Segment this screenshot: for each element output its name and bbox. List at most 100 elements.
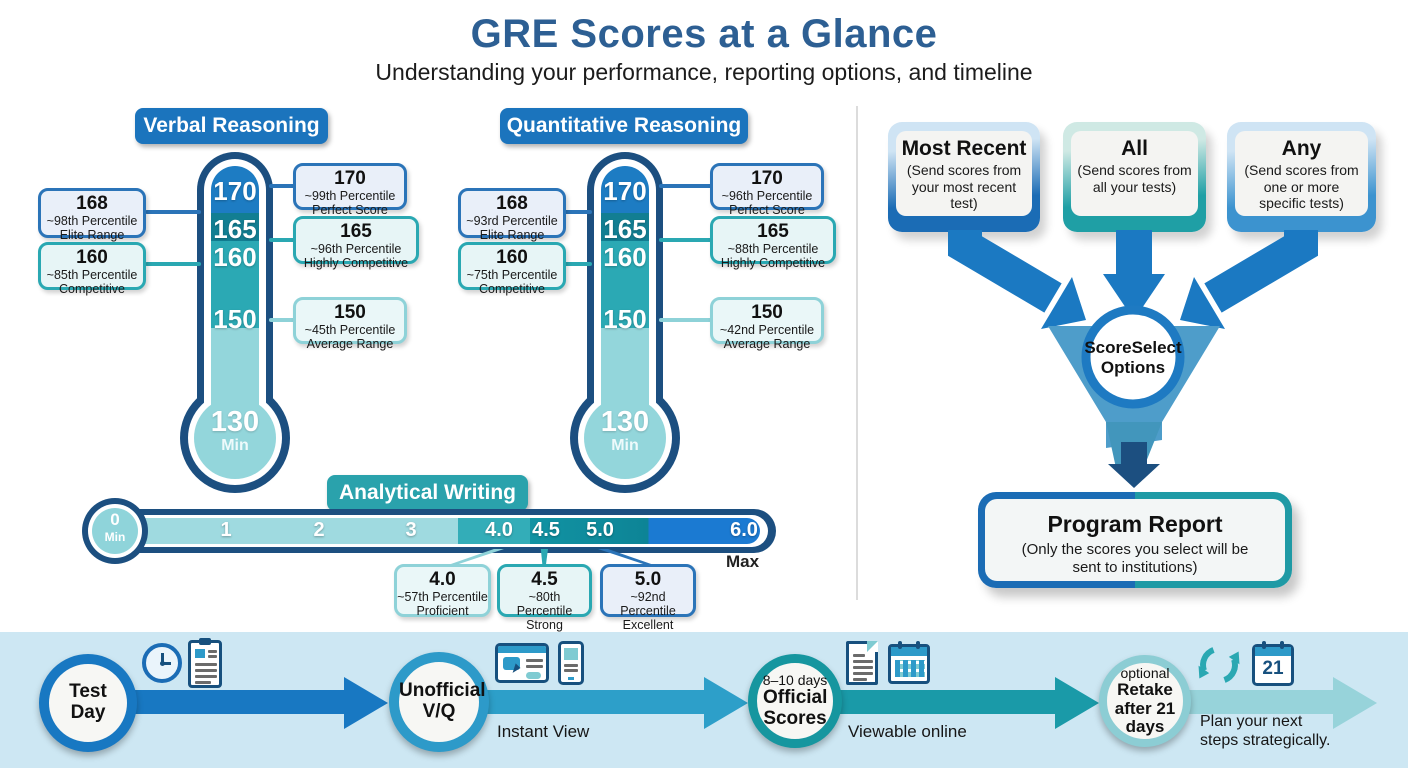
- callout-percentile: ~96th Percentile: [310, 241, 402, 256]
- phone-icon: [558, 641, 584, 685]
- callout-percentile: ~45th Percentile: [304, 322, 396, 337]
- hub-line2: Options: [1100, 358, 1166, 377]
- bulb-text: 130 Min: [180, 408, 290, 455]
- writing-tick-3: 3: [405, 519, 417, 541]
- connector-line: [659, 238, 712, 242]
- arrow-right-shaft: [1204, 230, 1318, 313]
- caption-viewable-online: Viewable online: [848, 722, 967, 741]
- clipboard-clip: [199, 638, 211, 645]
- callout-score: 4.0: [429, 569, 456, 590]
- scale-160: 160: [213, 242, 257, 272]
- calendar-pin: [898, 641, 902, 649]
- timeline-arrow-head: [1333, 677, 1377, 729]
- clock-minute-hand: [161, 653, 164, 664]
- timeline-step-test-day: Test Day: [39, 654, 137, 752]
- callout-quant-150: 150 ~42nd Percentile Average Range: [710, 297, 824, 351]
- clipboard-line: [195, 663, 217, 666]
- calendar-icon: [888, 641, 930, 684]
- browser-line: [526, 665, 543, 668]
- writing-min-label: Min: [104, 529, 126, 544]
- clipboard-line: [195, 669, 217, 672]
- verbal-header: Verbal Reasoning: [135, 108, 328, 144]
- callout-score: 165: [757, 221, 789, 242]
- document-line: [853, 672, 873, 675]
- callout-percentile: ~88th Percentile: [727, 241, 819, 256]
- clipboard-line: [195, 681, 211, 684]
- callout-score: 5.0: [634, 569, 662, 590]
- writing-tick-5.0: 5.0: [586, 519, 614, 541]
- calendar-grid: [895, 660, 925, 677]
- scale-150: 150: [213, 304, 257, 334]
- option-most-recent: Most Recent (Send scores from your most …: [888, 122, 1040, 232]
- callout-percentile: ~75th Percentile: [466, 267, 558, 282]
- callout-percentile: ~42nd Percentile: [719, 322, 815, 337]
- callout-verbal-160: 160 ~85th Percentile Competitive: [38, 242, 146, 296]
- callout-score: 168: [76, 193, 108, 214]
- document-icon: [846, 641, 878, 685]
- caption-plan-next: Plan your next steps strategically.: [1200, 713, 1331, 750]
- refresh-icon: [1192, 639, 1246, 691]
- step-title: Retake after 21 days: [1114, 680, 1176, 736]
- connector-line: [659, 318, 712, 322]
- scoreselect-hub-circle: [1081, 305, 1185, 409]
- step-title: Official Scores: [763, 687, 828, 729]
- bulb-score: 130: [210, 406, 260, 438]
- verbal-thermometer: 170 165 160 150 130 Min: [180, 152, 290, 552]
- document-line: [853, 654, 865, 657]
- callout-label: Proficient: [416, 603, 469, 618]
- program-report-desc: (Only the scores you select will be sent…: [1021, 541, 1249, 576]
- option-all: All (Send scores from all your tests): [1063, 122, 1206, 232]
- callout-label: Excellent: [622, 617, 674, 632]
- document-line: [853, 678, 867, 681]
- callout-label: Elite Range: [479, 227, 545, 242]
- segment-light-teal: [211, 328, 259, 413]
- program-report-title: Program Report: [1047, 511, 1223, 537]
- callout-percentile: ~80th Percentile: [516, 589, 573, 618]
- callout-score: 150: [334, 302, 366, 323]
- option-title: All: [1121, 137, 1148, 160]
- calendar-day-number: 21: [1262, 658, 1284, 679]
- browser-line: [526, 659, 543, 662]
- writing-tick-1: 1: [220, 519, 232, 541]
- phone-line: [564, 664, 578, 667]
- segment-light-teal: [601, 328, 649, 413]
- scale-165: 165: [603, 214, 647, 244]
- option-any: Any (Send scores from one or more specif…: [1227, 122, 1376, 232]
- writing-max-label: Max: [726, 552, 760, 571]
- callout-quant-160: 160 ~75th Percentile Competitive: [458, 242, 566, 296]
- arrow-right-head: [1180, 277, 1225, 329]
- segment-teal: [211, 241, 259, 328]
- scale-170: 170: [213, 176, 257, 206]
- timeline-arrow-shaft: [1189, 690, 1333, 714]
- scale-170: 170: [603, 176, 647, 206]
- clipboard-line: [208, 655, 217, 658]
- connector-line: [564, 262, 592, 266]
- timeline-step-unofficial: Unofficial V/Q: [389, 652, 489, 752]
- callout-percentile: ~96th Percentile: [721, 188, 813, 203]
- callout-label: Perfect Score: [312, 202, 388, 217]
- calendar-header: [891, 647, 927, 656]
- option-title: Most Recent: [901, 137, 1027, 160]
- option-title: Any: [1281, 137, 1322, 160]
- callout-percentile: ~99th Percentile: [304, 188, 396, 203]
- callout-label: Elite Range: [59, 227, 125, 242]
- segment-dark-teal: [601, 213, 649, 241]
- document-line: [853, 666, 873, 669]
- hub-line1: ScoreSelect: [1084, 338, 1182, 358]
- timeline-step-official: 8–10 days Official Scores: [748, 654, 842, 748]
- callout-percentile: ~93rd Percentile: [466, 213, 558, 228]
- step-title: Test Day: [69, 681, 107, 723]
- callout-writing-4.5: 4.5 ~80th Percentile Strong: [497, 564, 592, 632]
- callout-percentile: ~98th Percentile: [46, 213, 138, 228]
- segment-dark-teal: [211, 213, 259, 241]
- calendar-pin: [1262, 641, 1266, 649]
- callout-writing-5.0: 5.0 ~92nd Percentile Excellent: [600, 564, 696, 632]
- bulb-score: 130: [600, 406, 650, 438]
- timeline-arrow-head: [704, 677, 748, 729]
- callout-label: Competitive: [59, 281, 125, 296]
- callout-verbal-170: 170 ~99th Percentile Perfect Score: [293, 163, 407, 217]
- segment-blue: [601, 166, 649, 213]
- calendar-header: [1255, 647, 1291, 656]
- thermometer-tube-fill: [211, 166, 259, 413]
- caption-instant-view: Instant View: [497, 722, 590, 741]
